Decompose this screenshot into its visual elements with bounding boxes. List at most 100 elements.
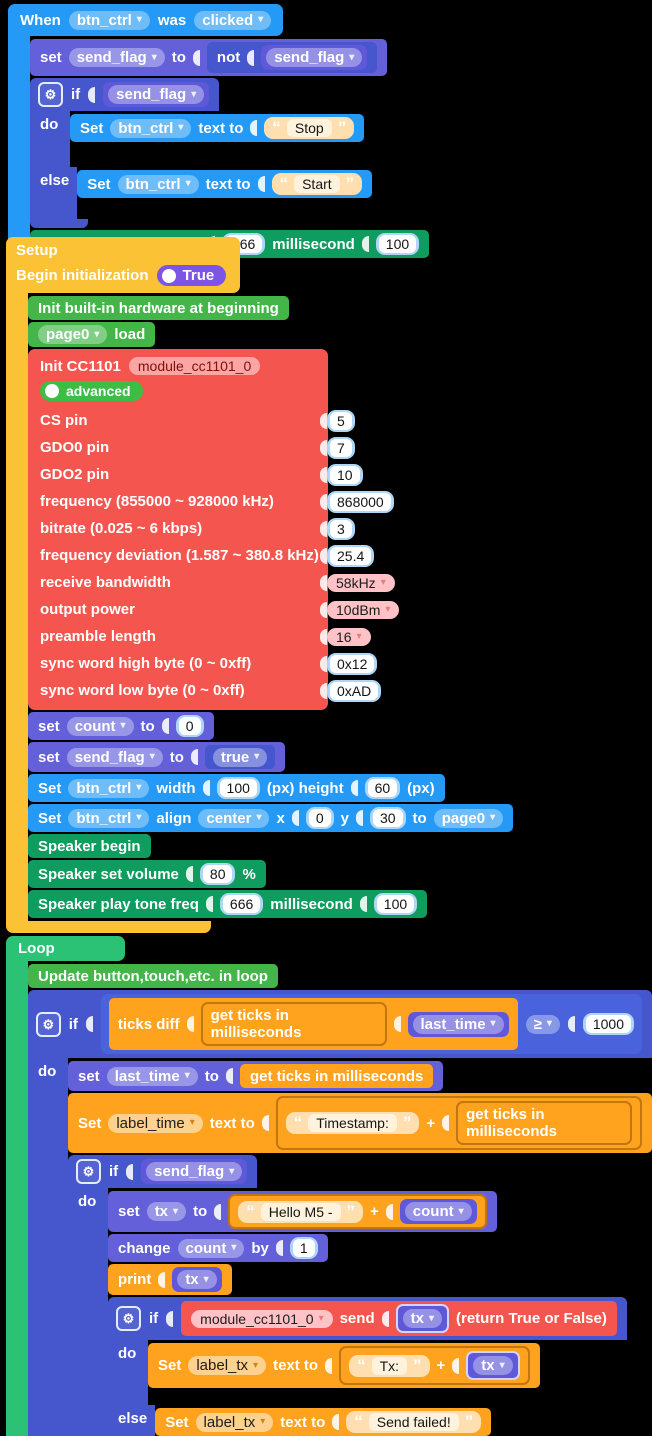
block-var-count[interactable]: count▾ [399,1199,477,1224]
threshold-field[interactable]: 1000 [582,1013,634,1035]
btn-ctrl-dropdown[interactable]: btn_ctrl▾ [110,118,192,138]
duration-field[interactable]: 100 [375,233,420,255]
operator-dropdown[interactable]: ≥▾ [525,1014,560,1034]
label-tx-dropdown[interactable]: label_tx▾ [188,1356,267,1375]
block-var-send-flag[interactable]: send_flag▾ [141,1159,248,1184]
block-setup[interactable]: Setup Begin initialization True Init bui… [6,237,514,933]
block-cc1101-send[interactable]: module_cc1101_0▾ send tx▾ (return True o… [181,1301,617,1336]
param-value-field[interactable]: 3 [327,517,355,540]
block-var-send-flag[interactable]: send_flag▾ [103,82,210,107]
block-set-label-tx-failed[interactable]: Set label_tx▾ text to Send failed! [155,1408,492,1436]
send-flag-dropdown[interactable]: send_flag▾ [68,48,165,67]
block-when-btn-clicked[interactable]: When btn_ctrl▾ was clicked▾ set send_fla… [8,4,430,273]
height-field[interactable]: 60 [364,777,401,799]
volume-field[interactable]: 80 [199,863,236,885]
block-compare[interactable]: ticks diff get ticks in milliseconds las… [100,994,642,1054]
advanced-toggle[interactable]: advanced [40,381,143,401]
block-init-hardware[interactable]: Init built-in hardware at beginning [28,296,289,320]
block-get-ticks[interactable]: get ticks in milliseconds [456,1101,632,1145]
module-dropdown[interactable]: module_cc1101_0▾ [191,1309,333,1328]
when-clicked-header[interactable]: When btn_ctrl▾ was clicked▾ [8,4,284,36]
block-join[interactable]: Hello M5 - + count▾ [228,1194,487,1229]
block-print[interactable]: print tx▾ [108,1264,232,1295]
gear-icon[interactable] [116,1306,141,1331]
block-get-ticks[interactable]: get ticks in milliseconds [239,1064,434,1088]
y-field[interactable]: 30 [369,807,406,829]
block-not[interactable]: not send_flag▾ [206,42,378,73]
param-value-field[interactable]: 0x12 [327,652,378,675]
block-speaker-play-tone[interactable]: Speaker play tone freq 666 millisecond 1… [28,890,428,918]
send-flag-dropdown[interactable]: send_flag▾ [66,747,163,767]
page0-dropdown[interactable]: page0▾ [38,325,108,344]
block-set-btn-align[interactable]: Set btn_ctrl▾ align center▾ x 0 y 30 to … [28,804,514,832]
block-var-last-time[interactable]: last_time▾ [407,1011,509,1037]
block-ticks-diff[interactable]: ticks diff get ticks in milliseconds las… [108,998,518,1050]
block-set-send-flag-not[interactable]: set send_flag▾ to not send_flag▾ [30,39,388,76]
text-field-send-failed[interactable]: Send failed! [346,1411,482,1433]
loop-header[interactable]: Loop [6,936,125,961]
label-time-dropdown[interactable]: label_time▾ [108,1113,203,1133]
block-join[interactable]: Tx: + tx▾ [339,1346,530,1385]
block-set-btn-size[interactable]: Set btn_ctrl▾ width 100 (px) height 60 (… [28,774,445,802]
label-tx-dropdown[interactable]: label_tx▾ [195,1412,274,1432]
block-set-label-time[interactable]: Set label_time▾ text to Timestamp: + get… [68,1093,652,1153]
btn-ctrl-dropdown[interactable]: btn_ctrl▾ [68,808,150,828]
width-field[interactable]: 100 [216,777,260,799]
btn-ctrl-dropdown[interactable]: btn_ctrl▾ [68,10,150,30]
x-field[interactable]: 0 [305,807,334,829]
gear-icon[interactable] [38,82,63,107]
text-field-tx[interactable]: Tx: [349,1354,430,1377]
duration-field[interactable]: 100 [373,893,418,915]
align-mode-dropdown[interactable]: center▾ [198,808,270,828]
param-value-dropdown[interactable]: 10dBm▾ [327,600,400,619]
count-value-field[interactable]: 0 [175,715,204,737]
param-value-field[interactable]: 10 [327,463,363,486]
block-var-tx[interactable]: tx▾ [466,1351,520,1380]
block-var-send-flag[interactable]: send_flag▾ [261,45,368,70]
param-value-field[interactable]: 0xAD [327,679,382,702]
param-value-field[interactable]: 868000 [327,490,394,513]
block-speaker-begin[interactable]: Speaker begin [28,834,151,858]
setup-header[interactable]: Setup Begin initialization True [6,237,241,293]
block-get-ticks[interactable]: get ticks in milliseconds [200,1002,387,1046]
count-dropdown[interactable]: count▾ [66,716,134,736]
block-var-tx[interactable]: tx▾ [172,1267,222,1292]
block-page0-load[interactable]: page0▾ load [28,322,156,347]
begin-init-toggle[interactable]: True [156,265,227,286]
block-if-send-flag[interactable]: if send_flag▾ do set [68,1155,627,1436]
block-if-ticks[interactable]: if ticks diff get ticks in milliseconds … [28,990,652,1436]
block-var-tx[interactable]: tx▾ [395,1304,449,1333]
param-value-field[interactable]: 25.4 [327,544,375,567]
param-value-field[interactable]: 7 [327,436,355,459]
btn-ctrl-dropdown[interactable]: btn_ctrl▾ [117,174,199,194]
gear-icon[interactable] [36,1011,61,1037]
module-name-field[interactable]: module_cc1101_0 [128,357,261,375]
tx-dropdown[interactable]: tx▾ [146,1202,187,1221]
true-dropdown[interactable]: true▾ [212,747,268,767]
block-set-label-tx[interactable]: Set label_tx▾ text to Tx: [148,1343,540,1388]
block-set-last-time[interactable]: set last_time▾ to get ticks in milliseco… [68,1061,444,1091]
param-value-dropdown[interactable]: 58kHz▾ [327,573,395,592]
page0-dropdown[interactable]: page0▾ [433,808,504,828]
block-set-tx[interactable]: set tx▾ to Hello M5 - + [108,1191,497,1232]
count-dropdown[interactable]: count▾ [177,1238,245,1258]
text-field-timestamp[interactable]: Timestamp: [285,1112,420,1134]
block-update-in-loop[interactable]: Update button,touch,etc. in loop [28,964,278,988]
block-set-send-flag-true[interactable]: set send_flag▾ to true▾ [28,742,286,772]
btn-ctrl-dropdown[interactable]: btn_ctrl▾ [68,778,150,798]
block-join[interactable]: Timestamp: + get ticks in milliseconds [275,1096,642,1150]
block-if-send-result[interactable]: if module_cc1101_0▾ send tx▾ [108,1297,627,1436]
block-speaker-volume[interactable]: Speaker set volume 80 % [28,860,266,888]
last-time-dropdown[interactable]: last_time▾ [106,1066,198,1086]
block-set-btn-text-start[interactable]: Set btn_ctrl▾ text to Start [77,170,373,198]
block-true[interactable]: true▾ [204,745,276,769]
block-if-send-flag[interactable]: if send_flag▾ do Set btn_ctrl▾ text to [30,78,373,228]
block-init-cc1101[interactable]: Init CC1101 module_cc1101_0 advanced CS … [28,349,400,710]
param-value-dropdown[interactable]: 16▾ [327,627,371,646]
block-loop[interactable]: Loop Update button,touch,etc. in loop if [6,936,652,1436]
text-field-start[interactable]: Start [271,173,363,195]
param-value-field[interactable]: 5 [327,409,355,432]
text-field-stop[interactable]: Stop [264,117,355,139]
increment-field[interactable]: 1 [289,1237,318,1259]
gear-icon[interactable] [76,1159,101,1184]
